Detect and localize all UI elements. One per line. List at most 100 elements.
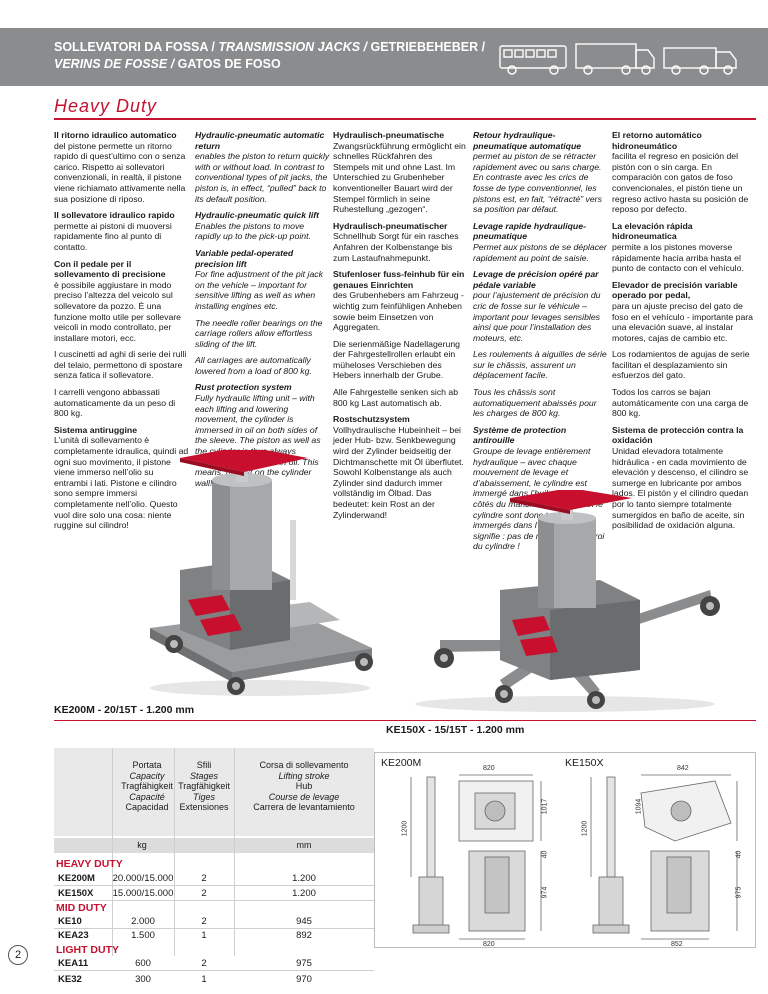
group-heavy-duty: HEAVY DUTY xyxy=(56,858,123,870)
stroke-cell: 975 xyxy=(296,958,312,969)
dim-lower-ke150x: 975 xyxy=(735,886,743,899)
stages-cell: 2 xyxy=(201,888,207,899)
paragraph: All carriages are automatically lowered … xyxy=(195,355,312,376)
stroke-cell: 970 xyxy=(296,974,312,985)
stages-cell: 1 xyxy=(201,930,207,941)
dim-small-ke150x: 40 xyxy=(735,850,743,859)
dim-lower-ke200m: 974 xyxy=(541,886,549,899)
capacity-cell: 600 xyxy=(135,958,151,969)
stroke-cell: 892 xyxy=(296,930,312,941)
caption-ke200m: KE200M - 20/15T - 1.200 mm xyxy=(54,704,195,716)
section-divider xyxy=(54,118,756,120)
dim-small-ke200m: 40 xyxy=(541,850,549,859)
page-number: 2 xyxy=(8,945,28,965)
paragraph: Tous les châssis sont automatiquement ab… xyxy=(473,387,597,419)
table-header-stroke: Corsa di sollevamento Lifting stroke Hub… xyxy=(253,760,355,813)
group-light-duty: LIGHT DUTY xyxy=(56,944,119,956)
ke150x-product-photo xyxy=(415,490,720,712)
table-row-divider xyxy=(54,885,374,886)
dim-depth-ke200m: 1017 xyxy=(541,798,549,815)
stroke-cell: 1.200 xyxy=(292,873,316,884)
paragraph: Sistema de protección contra la oxidació… xyxy=(612,424,749,531)
model-label: KEA23 xyxy=(58,930,89,941)
paragraph: Alle Fahrgestelle senken sich ab 800 kg … xyxy=(333,387,459,408)
unit-kg: kg xyxy=(137,840,147,850)
paragraph: Los rodamientos de agujas de serie facil… xyxy=(612,349,750,381)
caption-divider xyxy=(54,720,756,721)
paragraph: Elevador de precisión variable operado p… xyxy=(612,279,754,343)
capacity-cell: 20.000/15.000 xyxy=(112,873,174,884)
capacity-cell: 2.000 xyxy=(131,916,155,927)
dim-bottom-ke200m: 820 xyxy=(483,941,495,948)
stages-cell: 2 xyxy=(201,958,207,969)
paragraph: I carrelli vengono abbassati automaticam… xyxy=(54,387,176,419)
stroke-cell: 945 xyxy=(296,916,312,927)
section-title: Heavy Duty xyxy=(54,96,158,116)
paragraph: Retour hydraulique-pneumatique automatiq… xyxy=(473,130,602,215)
model-label: KE10 xyxy=(58,916,82,927)
table-header-stages: Sfili Stages Tragfähigkeit Tiges Extensi… xyxy=(178,760,230,813)
stages-cell: 2 xyxy=(201,873,207,884)
dimension-drawing xyxy=(410,774,738,940)
capacity-cell: 1.500 xyxy=(131,930,155,941)
model-label: KE32 xyxy=(58,974,82,985)
table-row-divider xyxy=(54,900,374,901)
unit-mm: mm xyxy=(296,840,312,850)
group-mid-duty: MID DUTY xyxy=(56,902,107,914)
paragraph: I cuscinetti ad aghi di serie dei rulli … xyxy=(54,349,187,381)
caption-ke150x: KE150X - 15/15T - 1.200 mm xyxy=(386,724,525,736)
table-divider xyxy=(112,748,113,956)
table-row-divider xyxy=(54,970,374,971)
header-title: SOLLEVATORI DA FOSSA / TRANSMISSION JACK… xyxy=(54,40,486,71)
drawing-label-ke150x: KE150X xyxy=(565,757,604,769)
table-divider xyxy=(234,748,235,956)
paragraph: Con il pedale per il sollevamento di pre… xyxy=(54,258,182,343)
paragraph: Stufenloser fuss-feinhub für ein genaues… xyxy=(333,269,465,333)
model-label: KE200M xyxy=(58,873,95,884)
model-label: KEA11 xyxy=(58,958,89,969)
dim-height-ke150x: 1200 xyxy=(581,820,589,837)
paragraph: Les roulements à aiguilles de série sur … xyxy=(473,349,607,381)
table-divider xyxy=(174,748,175,956)
dim-top-ke200m: 820 xyxy=(483,765,495,772)
column-french: Retour hydraulique-pneumatique automatiq… xyxy=(473,130,608,558)
dim-depth-ke150x: 1094 xyxy=(635,798,643,815)
stages-cell: 2 xyxy=(201,916,207,927)
capacity-cell: 300 xyxy=(135,974,151,985)
table-header-background xyxy=(54,748,374,836)
table-unit-row xyxy=(54,838,374,853)
paragraph: Levage de précision opéré par pédale var… xyxy=(473,269,601,343)
dim-top-ke150x: 842 xyxy=(677,765,689,772)
dim-bottom-ke150x: 852 xyxy=(671,941,683,948)
truck-silhouettes-icon xyxy=(499,43,737,75)
page-header: SOLLEVATORI DA FOSSA / TRANSMISSION JACK… xyxy=(0,28,768,86)
paragraph: The needle roller bearings on the carria… xyxy=(195,317,323,349)
stages-cell: 1 xyxy=(201,974,207,985)
ke200m-product-photo xyxy=(150,450,373,696)
stroke-cell: 1.200 xyxy=(292,888,316,899)
dim-height-ke200m: 1200 xyxy=(401,820,409,837)
drawing-label-ke200m: KE200M xyxy=(381,757,422,769)
model-label: KE150X xyxy=(58,888,94,899)
technical-drawings: KE200M KE150X xyxy=(374,752,756,948)
table-header-capacity: Portata Capacity Tragfähigkeit Capacité … xyxy=(121,760,173,813)
table-row-divider xyxy=(54,928,374,929)
capacity-cell: 15.000/15.000 xyxy=(112,888,174,899)
paragraph: Die serienmäßige Nadellagerung der Fahrg… xyxy=(333,338,461,381)
